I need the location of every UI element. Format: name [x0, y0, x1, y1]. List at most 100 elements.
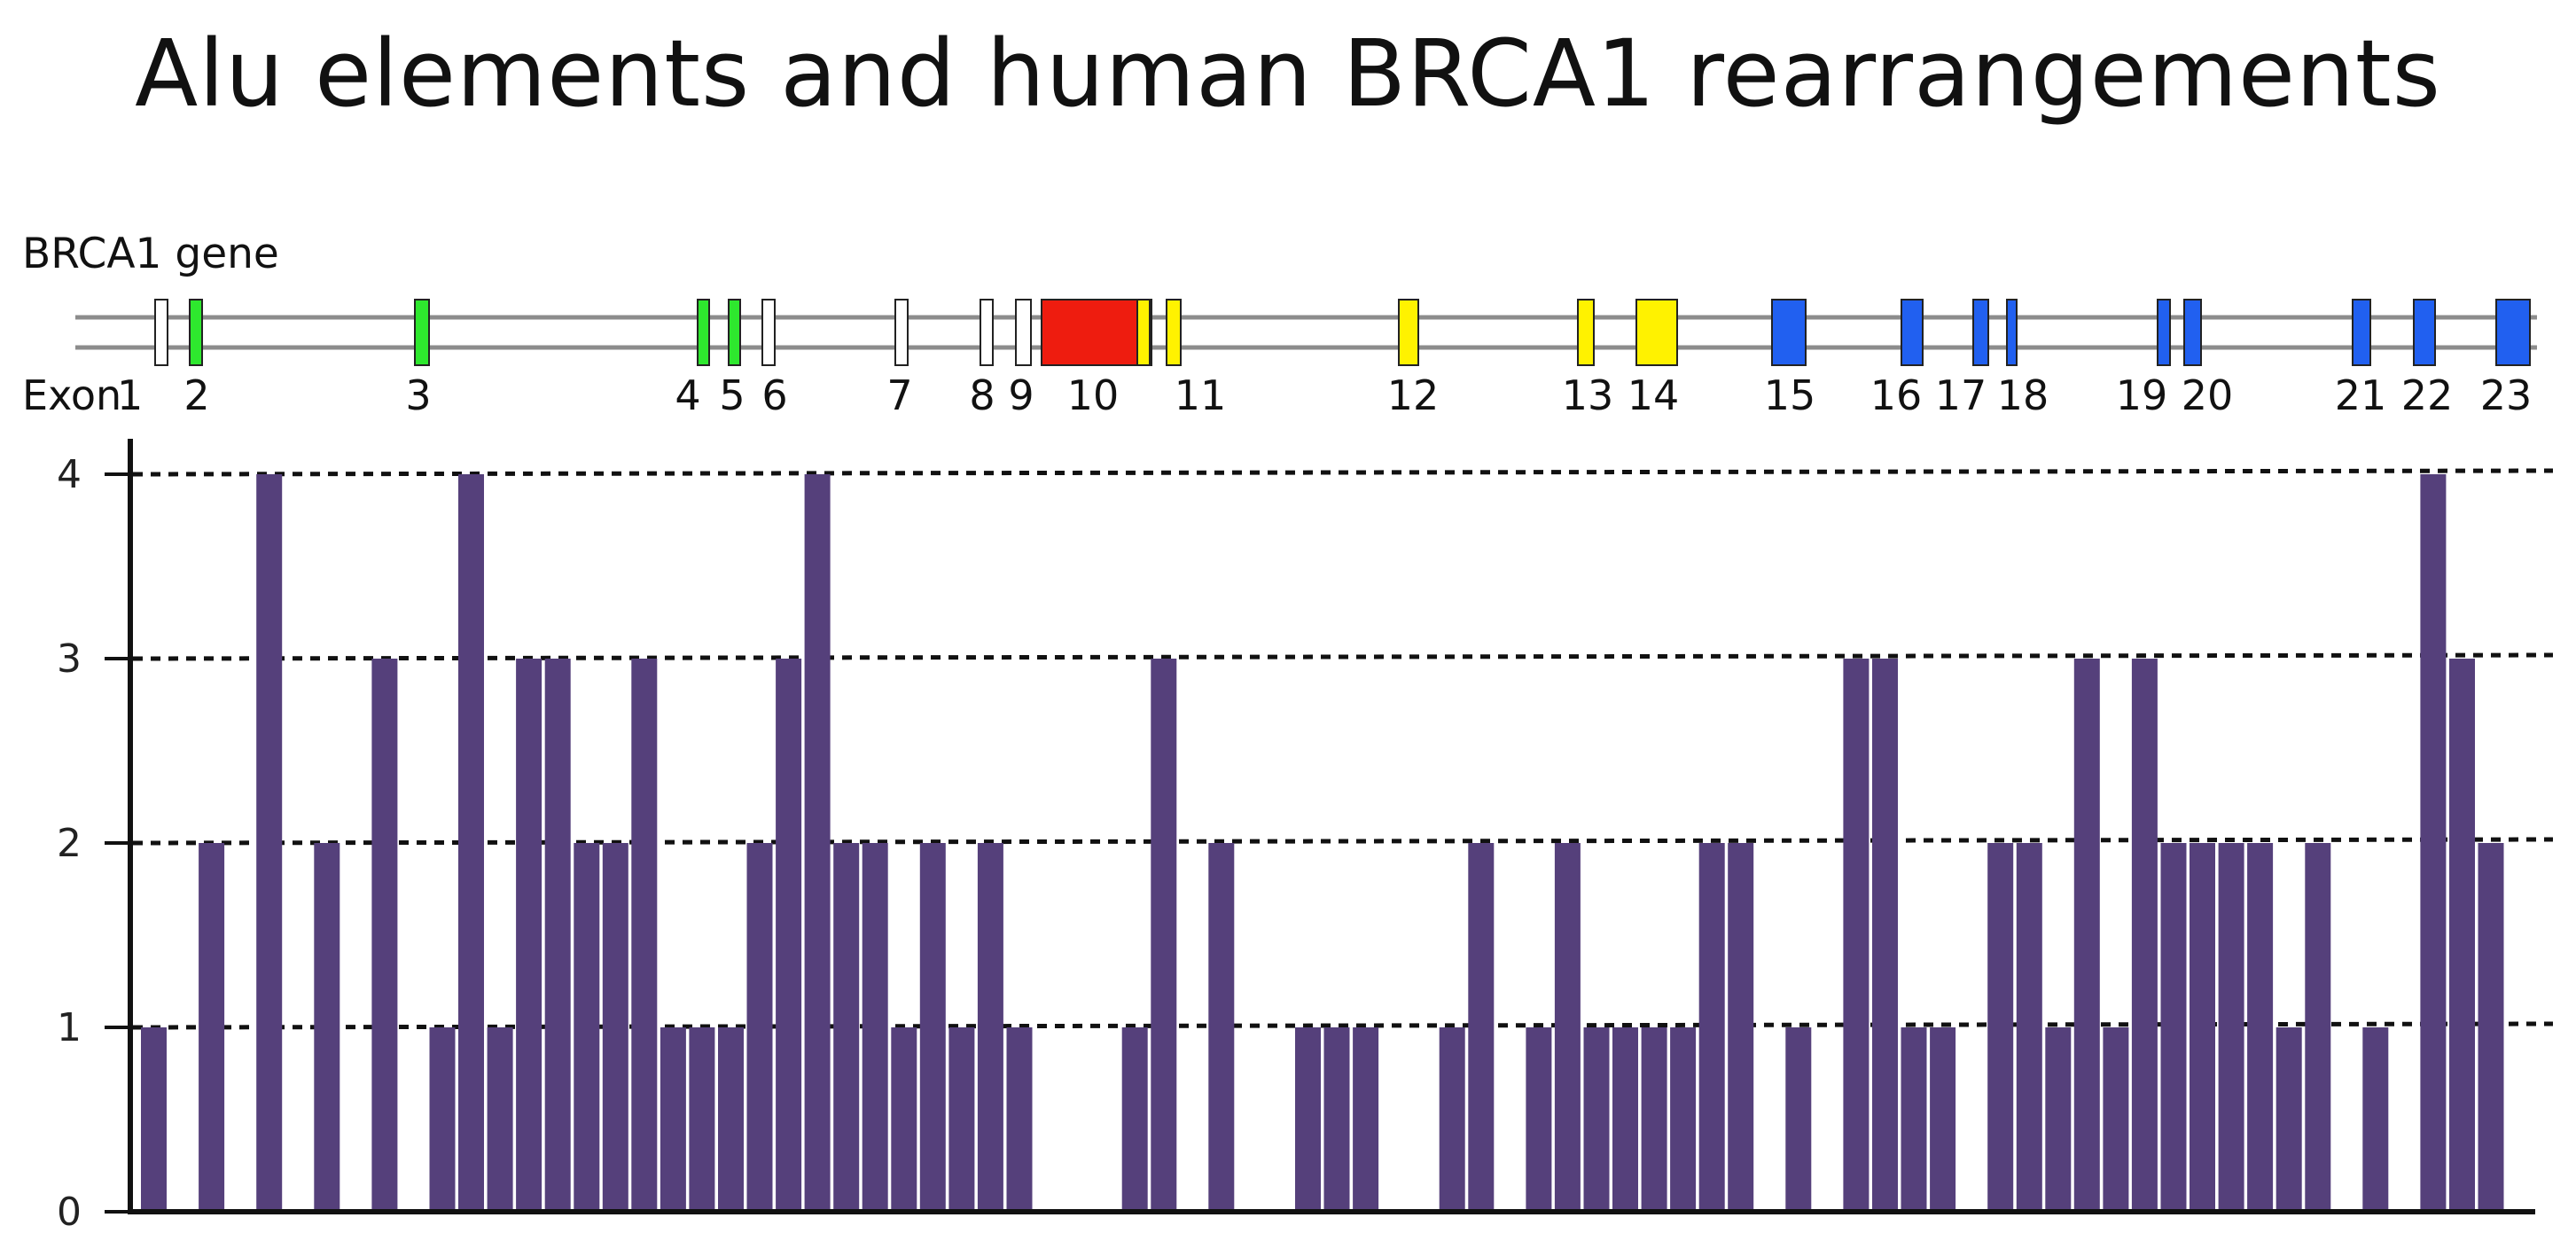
exon-boxes [154, 299, 2531, 366]
exon-box-2 [189, 299, 203, 366]
bar-63 [1930, 1027, 1956, 1212]
gridline-y-1 [132, 1021, 2554, 1030]
exon-label-5: 5 [719, 371, 745, 419]
exon-label-19: 19 [2116, 371, 2168, 419]
bar-74 [2247, 843, 2274, 1212]
bar-62 [1901, 1027, 1927, 1212]
exon-box-22 [2413, 299, 2436, 366]
bar-54 [1670, 1027, 1697, 1212]
bar-1 [141, 1027, 167, 1212]
y-axis-ticks: 0 1 2 3 4 [57, 452, 130, 1235]
bar-67 [2045, 1027, 2072, 1212]
y-tick-label-3: 3 [57, 636, 82, 682]
gene-track-title: BRCA1 gene [22, 230, 279, 278]
exon-label-15: 15 [1764, 371, 1816, 419]
exon-label-12: 12 [1387, 371, 1440, 419]
exon-box-4 [697, 299, 710, 366]
exon-box-15 [1771, 299, 1807, 366]
bar-18 [631, 659, 658, 1212]
exon-label-3: 3 [405, 371, 431, 419]
bar-78 [2362, 1027, 2389, 1212]
bar-28 [919, 843, 946, 1212]
bar-41 [1295, 1027, 1321, 1212]
bar-55 [1698, 843, 1725, 1212]
bar-20 [689, 1027, 715, 1212]
exon-label-4: 4 [675, 371, 700, 419]
bar-11 [429, 1027, 456, 1212]
exon-label-10: 10 [1067, 371, 1120, 419]
exon-box-19 [2157, 299, 2171, 366]
exon-label-1: 1 [117, 371, 143, 419]
exon-label-6: 6 [761, 371, 787, 419]
bar-58 [1785, 1027, 1812, 1212]
exon-label-14: 14 [1628, 371, 1680, 419]
y-tick-label-0: 0 [57, 1190, 82, 1235]
bars [141, 474, 2504, 1212]
bar-5 [256, 474, 283, 1212]
exon-label-8: 8 [969, 371, 995, 419]
bar-43 [1353, 1027, 1379, 1212]
bar-81 [2449, 659, 2475, 1212]
exon-box-18 [2006, 299, 2018, 366]
exon-label-22: 22 [2401, 371, 2454, 419]
bar-12 [458, 474, 484, 1212]
exon-box-17 [1972, 299, 1989, 366]
bar-21 [718, 1027, 744, 1212]
exon-box-10-tail [1136, 299, 1151, 366]
bar-47 [1468, 843, 1495, 1212]
bar-27 [891, 1027, 917, 1212]
chart-title: Alu elements and human BRCA1 rearrangeme… [135, 20, 2441, 128]
gridlines [132, 468, 2554, 1030]
bar-68 [2073, 659, 2100, 1212]
exon-label-13: 13 [1562, 371, 1614, 419]
exon-box-21 [2352, 299, 2371, 366]
exon-box-12 [1398, 299, 1419, 366]
bar-73 [2218, 843, 2244, 1212]
bar-82 [2478, 843, 2504, 1212]
exon-label-23: 23 [2480, 371, 2533, 419]
plot-area: 0 1 2 3 4 [57, 439, 2554, 1235]
bar-36 [1151, 659, 1177, 1212]
exon-box-3 [414, 299, 430, 366]
bar-29 [948, 1027, 975, 1212]
bar-69 [2103, 1027, 2129, 1212]
bar-7 [314, 843, 340, 1212]
bar-49 [1526, 1027, 1552, 1212]
y-tick-label-4: 4 [57, 452, 82, 497]
bar-53 [1641, 1027, 1667, 1212]
bar-71 [2160, 843, 2187, 1212]
exon-label-21: 21 [2335, 371, 2387, 419]
bar-23 [776, 659, 802, 1212]
exon-label-17: 17 [1935, 371, 1987, 419]
bar-16 [574, 843, 600, 1212]
exon-box-6 [761, 299, 776, 366]
exon-box-9 [1015, 299, 1032, 366]
bar-46 [1439, 1027, 1465, 1212]
bar-52 [1612, 1027, 1638, 1212]
bar-50 [1554, 843, 1581, 1212]
bar-24 [804, 474, 831, 1212]
bar-61 [1872, 659, 1898, 1212]
exon-box-14 [1635, 299, 1678, 366]
gridline-y-4 [132, 468, 2554, 477]
y-tick-label-2: 2 [57, 821, 82, 866]
exon-label-2: 2 [183, 371, 209, 419]
bar-60 [1843, 659, 1870, 1212]
bar-26 [862, 843, 888, 1212]
bar-19 [660, 1027, 686, 1212]
exon-label-7: 7 [886, 371, 912, 419]
bar-56 [1728, 843, 1754, 1212]
exon-label-11: 11 [1175, 371, 1227, 419]
exon-label-20: 20 [2182, 371, 2234, 419]
y-tick-label-1: 1 [57, 1005, 82, 1050]
exon-box-16 [1901, 299, 1924, 366]
bar-65 [1987, 843, 2014, 1212]
bar-76 [2305, 843, 2331, 1212]
bar-72 [2190, 843, 2215, 1212]
exon-box-23 [2495, 299, 2531, 366]
bar-15 [544, 659, 571, 1212]
bar-13 [487, 1027, 513, 1212]
